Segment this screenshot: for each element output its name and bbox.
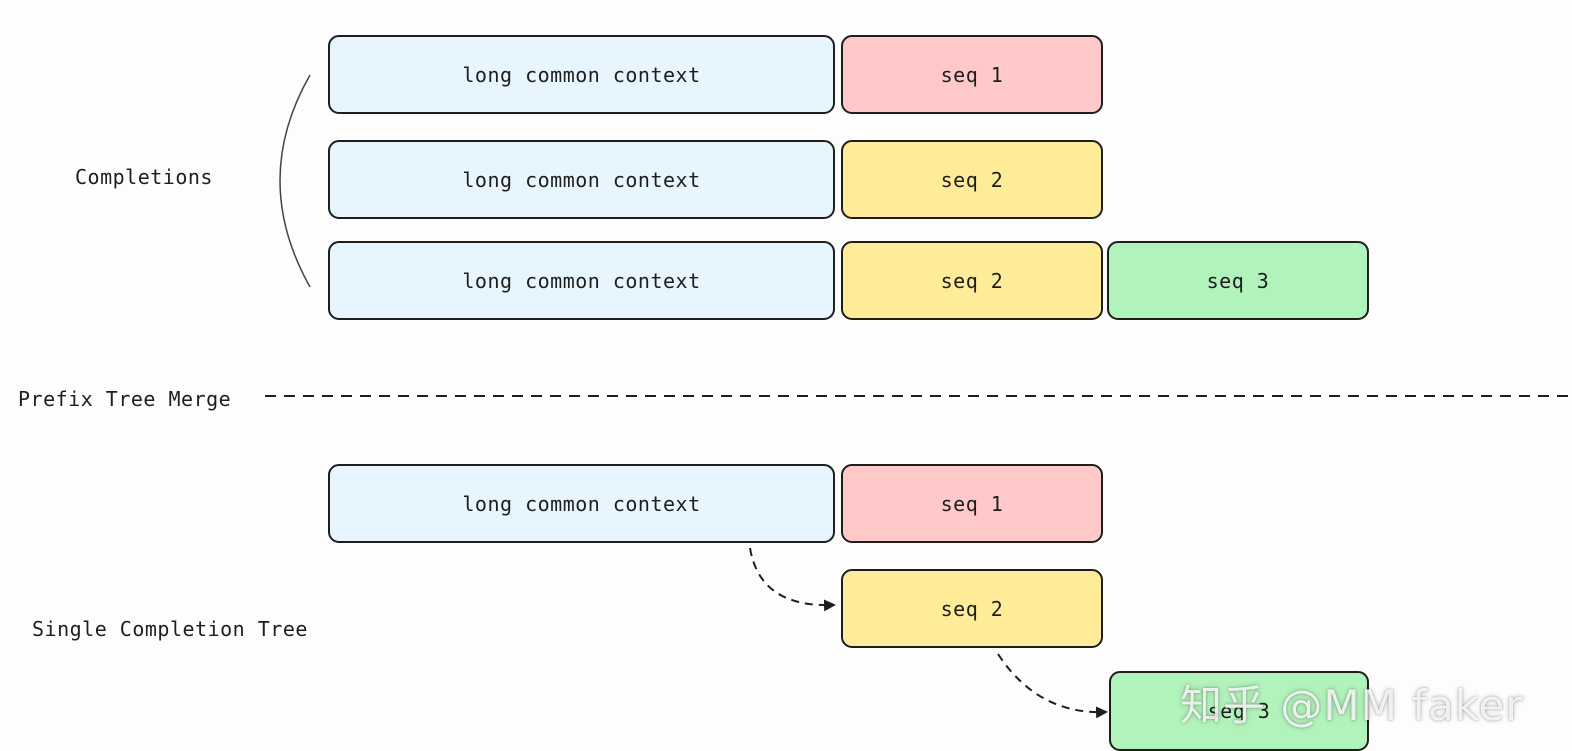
prefix-tree-merge-label: Prefix Tree Merge: [18, 387, 232, 411]
single-completion-tree-label: Single Completion Tree: [32, 617, 308, 641]
watermark: 知乎 @MM faker: [1180, 681, 1524, 730]
arrow-seq2-to-seq3: [997, 653, 1108, 719]
row1-seq1-block: seq 1: [841, 35, 1103, 114]
row3-context-block: long common context: [328, 241, 835, 320]
row1-context-block: long common context: [328, 35, 835, 114]
row3-seq2-block: seq 2: [841, 241, 1103, 320]
row2-context-block: long common context: [328, 140, 835, 219]
tree-seq2-block: seq 2: [841, 569, 1103, 648]
row2-seq2-block: seq 2: [841, 140, 1103, 219]
arrow-context-to-seq2: [749, 547, 836, 612]
completions-bracket: [279, 74, 311, 288]
tree-seq3-block: seq 3: [1109, 671, 1369, 751]
row3-seq3-block: seq 3: [1107, 241, 1369, 320]
tree-seq1-block: seq 1: [841, 464, 1103, 543]
tree-context-block: long common context: [328, 464, 835, 543]
completions-label: Completions: [75, 165, 213, 189]
